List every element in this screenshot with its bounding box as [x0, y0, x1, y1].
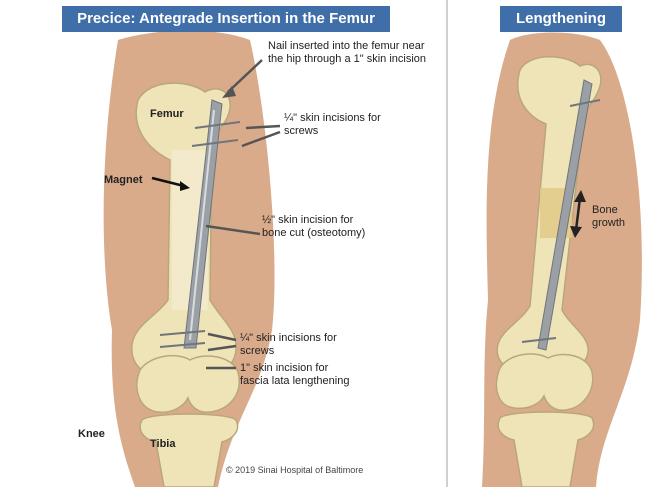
- label-bone-growth: Bone growth: [592, 204, 642, 230]
- label-femur: Femur: [150, 108, 184, 121]
- label-screw-incisions-top: ¼" skin incisions for screws: [284, 112, 394, 138]
- right-panel-title: Lengthening: [500, 6, 622, 32]
- left-panel-title: Precice: Antegrade Insertion in the Femu…: [62, 6, 390, 32]
- label-knee: Knee: [78, 428, 105, 441]
- label-nail-inserted: Nail inserted into the femur near the hi…: [268, 40, 428, 66]
- copyright-notice: © 2019 Sinai Hospital of Baltimore: [226, 464, 363, 477]
- label-screw-incisions-bottom: ¼" skin incisions for screws: [240, 332, 350, 358]
- label-bone-cut-incision: ½" skin incision for bone cut (osteotomy…: [262, 214, 372, 240]
- label-fascia-incision: 1" skin incision for fascia lata lengthe…: [240, 362, 350, 388]
- label-tibia: Tibia: [150, 438, 175, 451]
- label-magnet: Magnet: [104, 174, 143, 187]
